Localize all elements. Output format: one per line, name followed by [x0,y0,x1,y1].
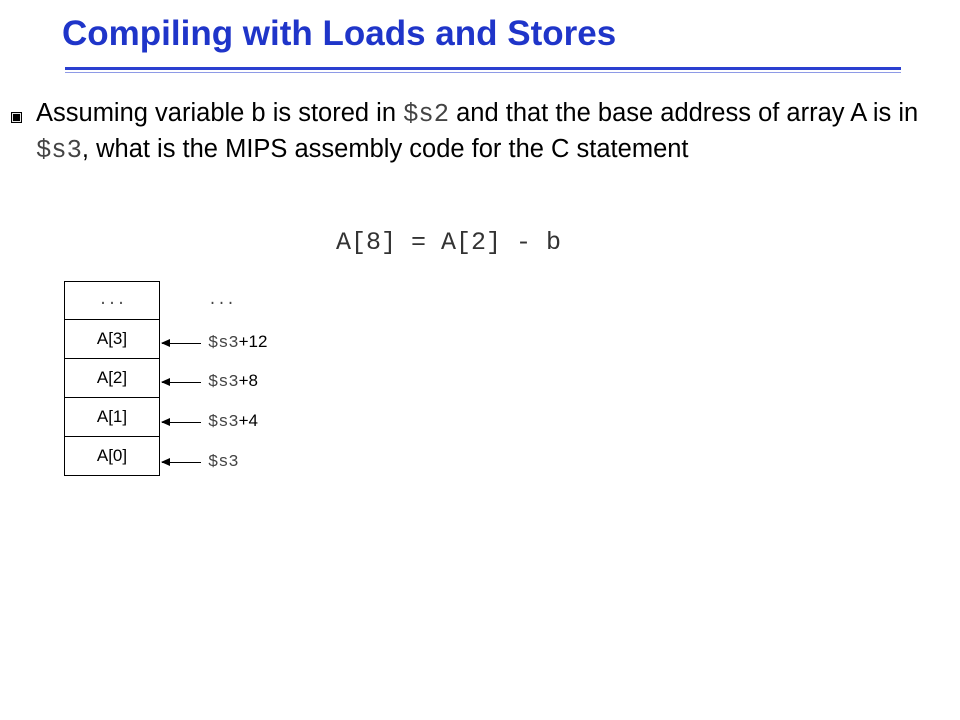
bullet-paragraph: Assuming variable b is stored in $s2 and… [36,96,946,168]
arrow-left-icon [161,378,201,386]
arrow-left-icon [161,418,201,426]
address-label-a3: $s3+12 [208,332,268,353]
memory-cell-a3: A[3] [64,320,160,359]
memory-cell-a2: A[2] [64,359,160,398]
bullet-text-1: Assuming variable b is stored in [36,99,404,127]
memory-cell-a0: A[0] [64,437,160,476]
arrow-left-icon [161,458,201,466]
bullet-text-3: , what is the MIPS assembly code for the… [81,135,689,163]
bullet-text-2: and that the base address of array A is … [449,99,919,127]
memory-diagram: ... A[3] A[2] A[1] A[0] [64,281,160,476]
slide-title: Compiling with Loads and Stores [62,14,617,53]
address-label-a0: $s3 [208,453,239,472]
memory-cell-dots: ... [64,281,160,320]
c-statement: A[8] = A[2] - b [336,228,562,257]
register-s2: $s2 [403,100,450,129]
register-s3: $s3 [36,136,82,165]
memory-cell-a1: A[1] [64,398,160,437]
address-label-a2: $s3+8 [208,371,258,392]
title-underline [65,67,901,70]
title-underline-thin [65,72,901,73]
address-dots: ... [208,292,236,309]
address-label-a1: $s3+4 [208,411,258,432]
square-bullet-icon [11,112,22,123]
arrow-left-icon [161,339,201,347]
